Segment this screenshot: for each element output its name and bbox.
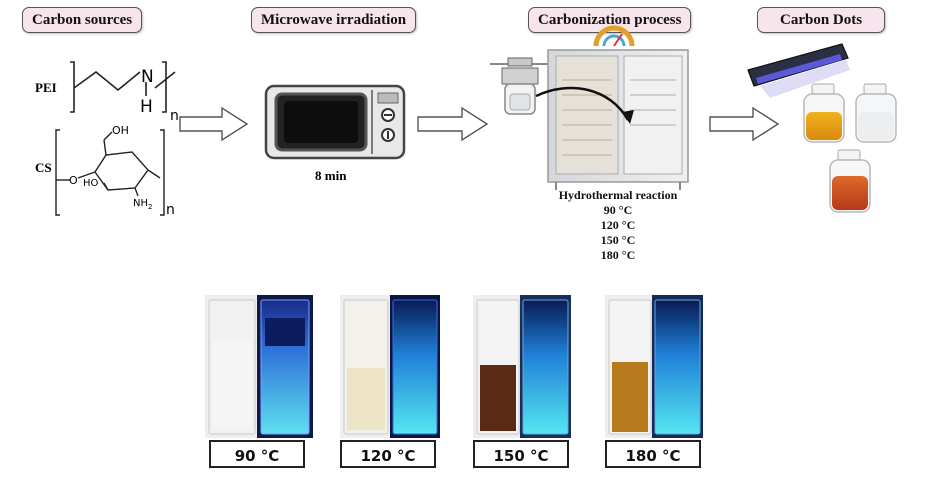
stage-label-carbon-sources: Carbon sources <box>22 7 143 33</box>
sample-label-90: 90 °C <box>209 440 305 468</box>
uv-lamp-icon <box>747 43 850 98</box>
condition-temp-150: 150 °C <box>600 233 636 247</box>
microwave-time: 8 min <box>315 168 347 183</box>
group-ho: HO <box>83 178 99 189</box>
stage-label-carbon-dots: Carbon Dots <box>757 7 886 33</box>
autoclave-icon <box>490 57 556 115</box>
vial-orange-icon <box>803 83 845 143</box>
carbonization-conditions: Hydrothermal reaction 90 °C 120 °C 150 °… <box>548 188 688 263</box>
condition-temp-180: 180 °C <box>600 248 636 262</box>
vial-red-icon <box>829 149 871 213</box>
cuvette-pair-150 <box>473 295 571 438</box>
pei-label: PEI <box>35 80 57 95</box>
pei-structure <box>70 61 176 113</box>
oven-icon <box>535 25 689 190</box>
vial-clear-icon <box>855 83 897 143</box>
atom-h: H <box>140 97 153 117</box>
group-nh2: NH2 <box>133 198 152 211</box>
cs-structure <box>55 129 165 216</box>
cs-subscript-n: n <box>166 202 175 218</box>
group-oh: OH <box>112 124 129 137</box>
arrow-oven-to-dots <box>709 106 780 142</box>
condition-temp-90: 90 °C <box>603 203 633 217</box>
stage-label-microwave: Microwave irradiation <box>251 7 417 33</box>
reaction-type: Hydrothermal reaction <box>558 188 678 202</box>
sample-label-180: 180 °C <box>605 440 701 468</box>
condition-temp-120: 120 °C <box>600 218 636 232</box>
microwave-icon <box>264 84 406 160</box>
cs-label: CS <box>35 160 52 175</box>
arrow-sources-to-microwave <box>179 106 249 142</box>
atom-n: N <box>141 67 154 87</box>
arrow-microwave-to-oven <box>417 106 489 142</box>
cuvette-pair-120 <box>340 295 440 438</box>
atom-o: O <box>69 174 78 187</box>
pei-subscript-n: n <box>170 108 179 124</box>
sample-label-150: 150 °C <box>473 440 569 468</box>
cuvette-pair-90 <box>205 295 313 438</box>
sample-label-120: 120 °C <box>340 440 436 468</box>
cuvette-pair-180 <box>605 295 703 438</box>
